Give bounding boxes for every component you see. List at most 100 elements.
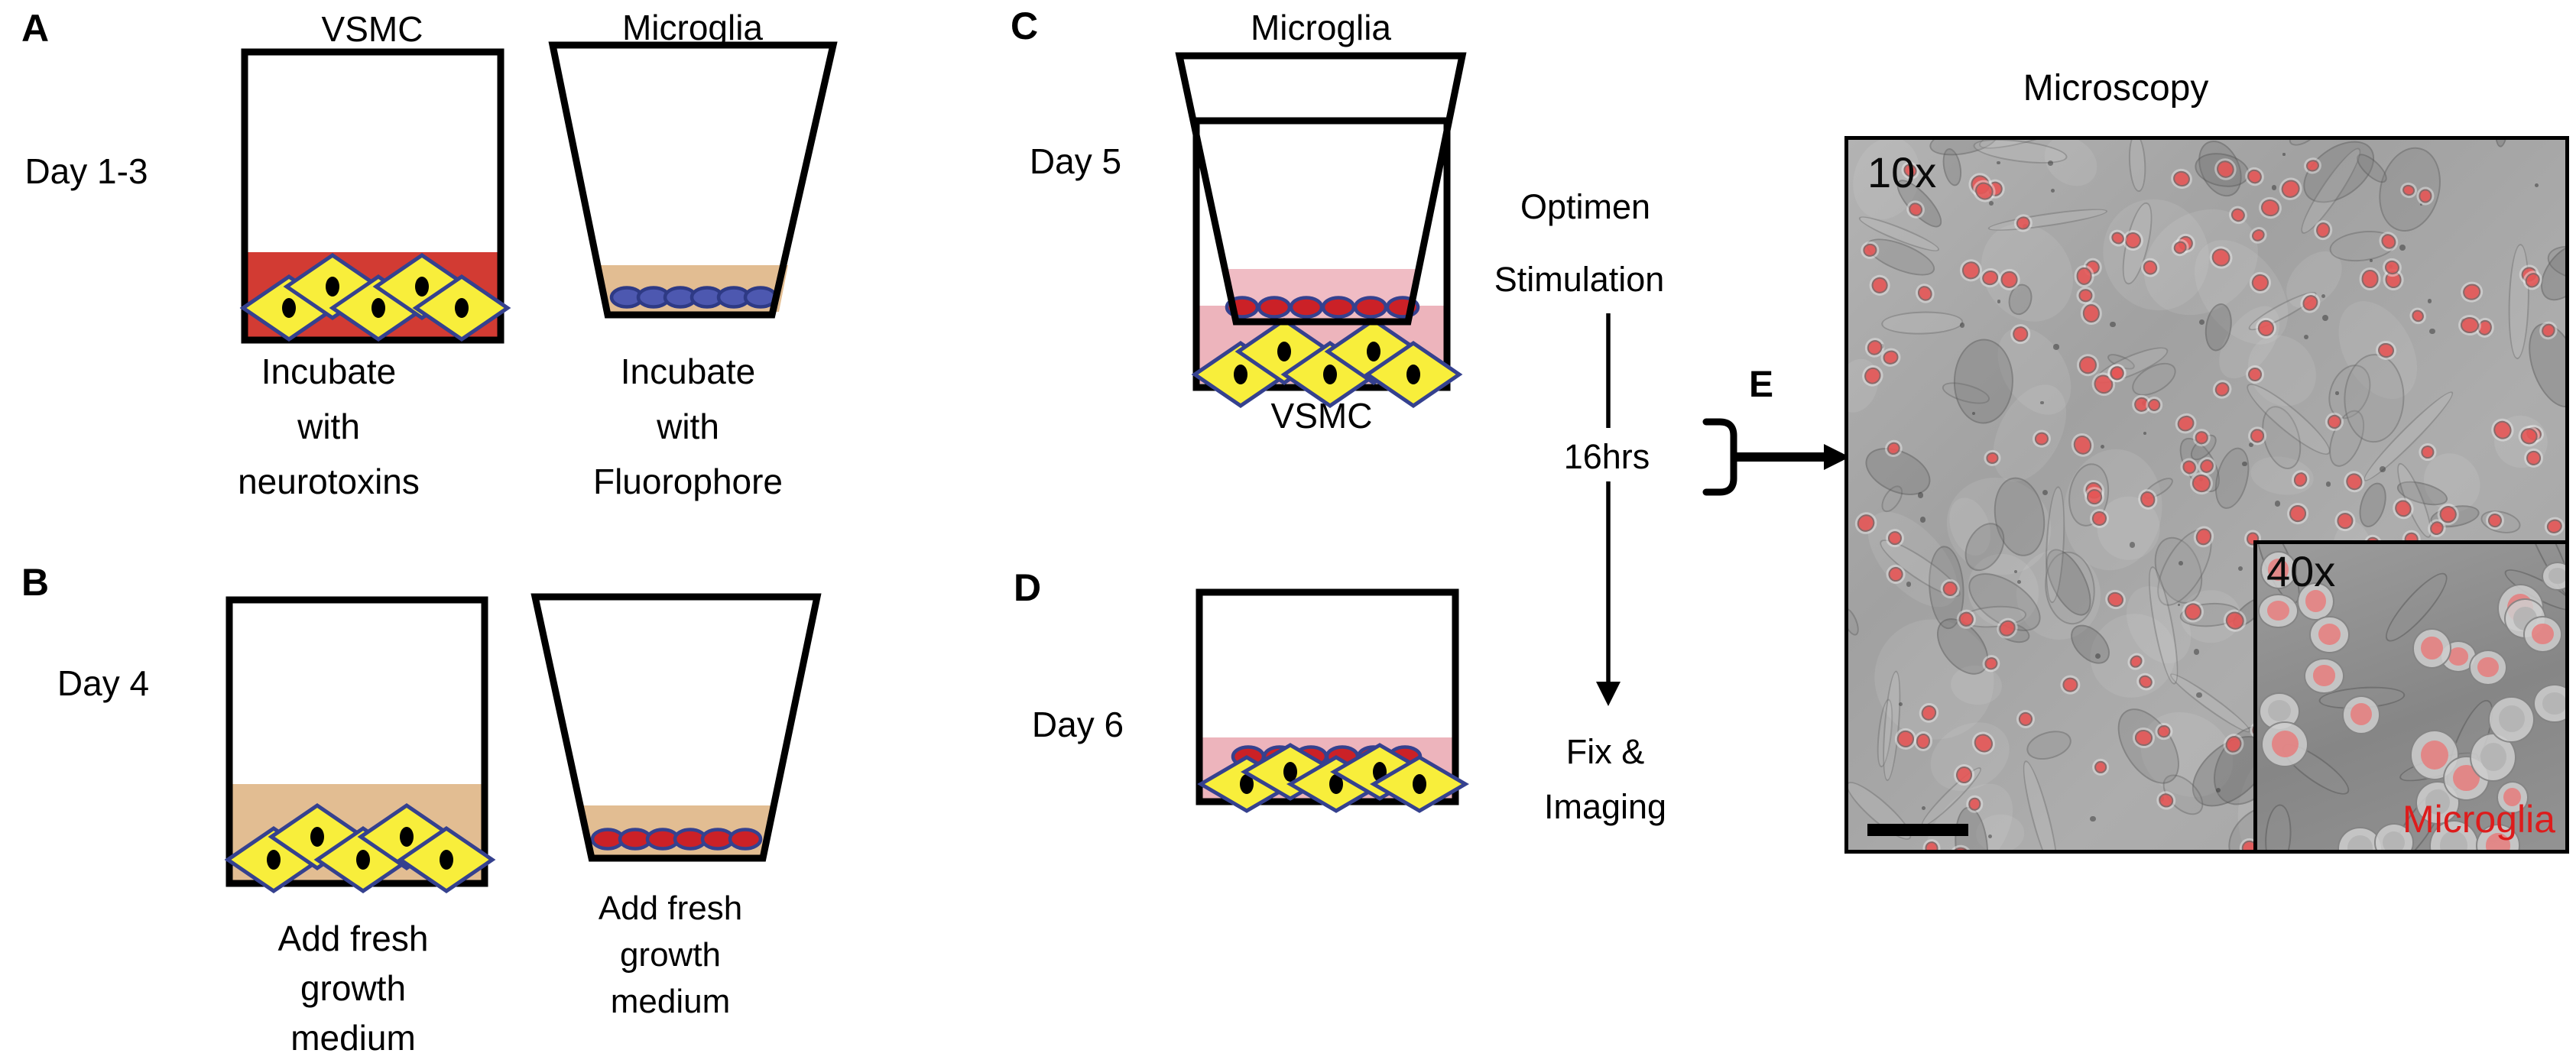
micrograph-cell: [2105, 590, 2126, 610]
micrograph-cell: [1917, 492, 1924, 498]
micrograph-cell: [2343, 470, 2365, 493]
micrograph-cell: [2268, 699, 2292, 722]
micrograph-cell: [2343, 353, 2406, 444]
micrograph-cell: [2196, 692, 2202, 698]
optimen-label: Optimen: [1520, 187, 1651, 226]
panel-e-label: E: [1749, 365, 1774, 405]
micrograph-cell: [2258, 593, 2299, 629]
cell-nucleus: [1413, 774, 1426, 794]
micrograph-cell: [2286, 140, 2322, 150]
cell-nucleus: [1240, 774, 1254, 794]
micrograph-cell: [2480, 742, 2506, 771]
micrograph-cell: [2278, 177, 2303, 202]
cell-nucleus: [1283, 762, 1297, 782]
micrograph-cell: [2503, 788, 2521, 806]
micrograph-cell: [2042, 490, 2049, 496]
micrograph-cell: [2460, 316, 2480, 335]
microglia-cell: [1257, 296, 1292, 319]
micrograph-cell: [2325, 481, 2331, 487]
micrograph-cell: [2260, 551, 2297, 589]
cell-nucleus: [267, 850, 281, 870]
micrograph-cell: [2341, 695, 2381, 734]
micrograph-cell: [2486, 407, 2556, 476]
magnification-10x-label: 10x: [1867, 148, 1937, 196]
microglia-cell: [1353, 296, 1388, 319]
insert-outline: [530, 593, 822, 862]
micrograph-cell: [2208, 443, 2255, 513]
panel-a-day-label: Day 1-3: [24, 151, 148, 191]
cell-nucleus: [1329, 774, 1343, 794]
stimulation-label: Stimulation: [1494, 260, 1665, 299]
micrograph-cell: [2248, 442, 2253, 448]
micrograph-cell: [2238, 566, 2243, 571]
micrograph-cell: [2146, 397, 2163, 414]
microglia-insert-title-c: Microglia: [1250, 8, 1392, 47]
micrograph-cell: [2193, 648, 2200, 655]
micrograph-cell: [2507, 244, 2532, 360]
micrograph-cell: [2086, 488, 2103, 504]
micrograph-cell: [2101, 444, 2105, 449]
micrograph-cell: [2350, 703, 2372, 726]
arrowhead: [1596, 682, 1621, 706]
micrograph-cell: [1870, 275, 1890, 296]
micrograph-cell: [2409, 307, 2427, 325]
micrograph-cell: [1914, 284, 1935, 305]
micrograph-cell: [2171, 168, 2192, 189]
micrograph-cell: [1987, 204, 2109, 235]
micrograph-cell: [2071, 433, 2094, 457]
coculture-well-c-graphic: [1175, 52, 1467, 409]
cell-nucleus: [1323, 365, 1337, 384]
micrograph-cell: [2075, 267, 2092, 285]
panel-a-label: A: [21, 7, 50, 50]
cell-nucleus: [415, 277, 429, 297]
microglia-insert-b-graphic: [530, 593, 822, 862]
micrograph-cell: [2493, 140, 2509, 148]
micrograph-10x: 10x 40x Microglia: [1844, 136, 2569, 854]
micrograph-cell: [2272, 185, 2277, 190]
micrograph-cell: [2259, 197, 2281, 219]
micrograph-cell: [2412, 627, 2452, 669]
micrograph-cell: [1989, 200, 1994, 206]
micrograph-cell: [2309, 615, 2350, 654]
micrograph-cell: [2016, 710, 2035, 728]
scale-bar: [1867, 824, 1968, 836]
cell-nucleus: [1277, 342, 1291, 361]
micrograph-cell: [2312, 665, 2336, 686]
vsmc-well-title-c: VSMC: [1270, 396, 1373, 436]
micrograph-cell: [2179, 560, 2184, 566]
micrograph-cell: [2541, 561, 2565, 591]
arrowhead: [1824, 444, 1850, 470]
micrograph-cell: [2263, 803, 2294, 850]
micrograph-cell: [2242, 461, 2248, 467]
micrograph-cell: [2322, 315, 2329, 322]
cell-nucleus: [1367, 342, 1380, 361]
cell-nucleus: [326, 277, 339, 297]
imaging-label: Imaging: [1543, 787, 1667, 826]
flask-a-caption: Incubate with neurotoxins: [238, 352, 420, 501]
micrograph-cell: [2532, 624, 2554, 645]
vsmc-flask-a-graphic: [239, 48, 511, 344]
microglia-cell: [728, 828, 763, 851]
vsmc-flask-b-graphic: [224, 596, 496, 894]
fix-label: Fix &: [1565, 732, 1645, 771]
micrograph-cell: [2110, 321, 2116, 327]
micrograph-cell: [2286, 502, 2309, 526]
micrograph-cell: [1959, 322, 1965, 328]
micrograph-cell: [2078, 288, 2093, 302]
micrograph-cell: [2271, 731, 2299, 757]
micrograph-cell: [2305, 590, 2327, 612]
micrograph-cell: [1997, 300, 2001, 303]
micrograph-cell: [2461, 282, 2482, 302]
micrograph-cell: [2421, 740, 2449, 770]
insert-outline: [1175, 52, 1467, 326]
micrograph-cell: [2274, 501, 2281, 507]
micrograph-cell: [2369, 259, 2373, 262]
micrograph-cell: [2545, 517, 2564, 536]
micrograph-cell: [1882, 348, 1900, 366]
micrograph-cell: [2321, 293, 2326, 299]
timeline-down-arrow: [1596, 313, 1621, 706]
cell-nucleus: [1234, 365, 1247, 384]
micrograph-cell: [2013, 570, 2017, 574]
cell-nucleus: [371, 298, 385, 318]
